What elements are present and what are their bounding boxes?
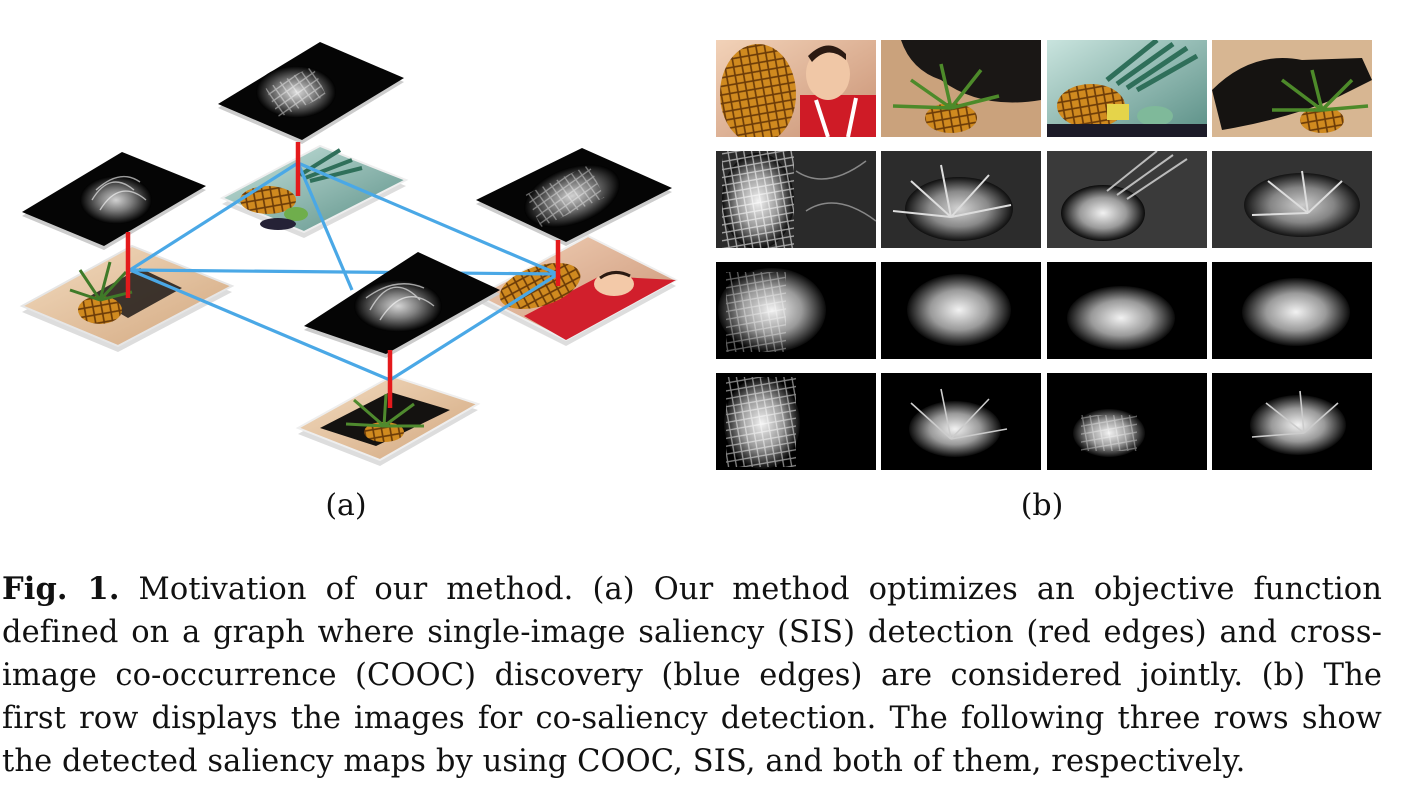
- node-map-top: [218, 42, 404, 144]
- cooc-edge-left-top: [129, 161, 299, 272]
- sis-map-4: [1212, 262, 1372, 359]
- cooc-edge-right-bottom: [389, 272, 559, 382]
- caption-line-3: image co-occurrence (COOC) discovery (bl…: [2, 658, 1382, 693]
- node-map-center: [304, 252, 500, 358]
- combined-map-3: [1047, 373, 1207, 470]
- input-images-row: [714, 40, 1374, 137]
- combined-map-2: [881, 373, 1041, 470]
- input-image-fruit: [1047, 40, 1207, 137]
- graph-diagram: [19, 42, 679, 466]
- cooc-edges: [129, 161, 559, 382]
- cooc-map-1: [716, 151, 876, 248]
- node-image-top: [219, 144, 409, 238]
- panel-a-label: (a): [325, 488, 367, 523]
- combined-maps-row: [714, 373, 1374, 470]
- sis-maps-row: [714, 262, 1374, 359]
- input-image-girl: [716, 40, 876, 137]
- cooc-edge-top-right: [297, 161, 559, 276]
- input-image-cat: [881, 40, 1041, 137]
- node-map-left: [22, 152, 206, 250]
- sis-map-3: [1047, 262, 1207, 359]
- panel-a-graph: [0, 0, 700, 480]
- figure-caption: Fig. 1. Motivation of our method. (a) Ou…: [2, 568, 1382, 783]
- sis-edges: [125, 142, 561, 408]
- cooc-map-3: [1047, 151, 1207, 248]
- caption-line-2: defined on a graph where single-image sa…: [2, 615, 1382, 650]
- cooc-map-4: [1212, 151, 1372, 248]
- sis-map-1: [716, 262, 876, 359]
- node-image-bottom: [295, 374, 481, 466]
- combined-map-1: [716, 373, 876, 470]
- caption-line-5: the detected saliency maps by using COOC…: [2, 744, 1246, 779]
- cooc-maps-row: [714, 151, 1374, 248]
- caption-line-4: first row displays the images for co-sal…: [2, 701, 1382, 736]
- figure-label: Fig. 1.: [2, 571, 120, 607]
- cooc-map-2: [881, 151, 1041, 248]
- sis-map-2: [881, 262, 1041, 359]
- input-image-black-cat: [1212, 40, 1372, 137]
- cooc-edge-top-center: [296, 162, 354, 291]
- panel-b-label: (b): [1020, 488, 1064, 523]
- cooc-edge-left-bottom: [129, 268, 391, 382]
- caption-line-1: Fig. 1. Motivation of our method. (a) Ou…: [2, 571, 1382, 607]
- panel-b-grid: [714, 40, 1374, 472]
- combined-map-4: [1212, 373, 1372, 470]
- node-map-right: [476, 148, 672, 246]
